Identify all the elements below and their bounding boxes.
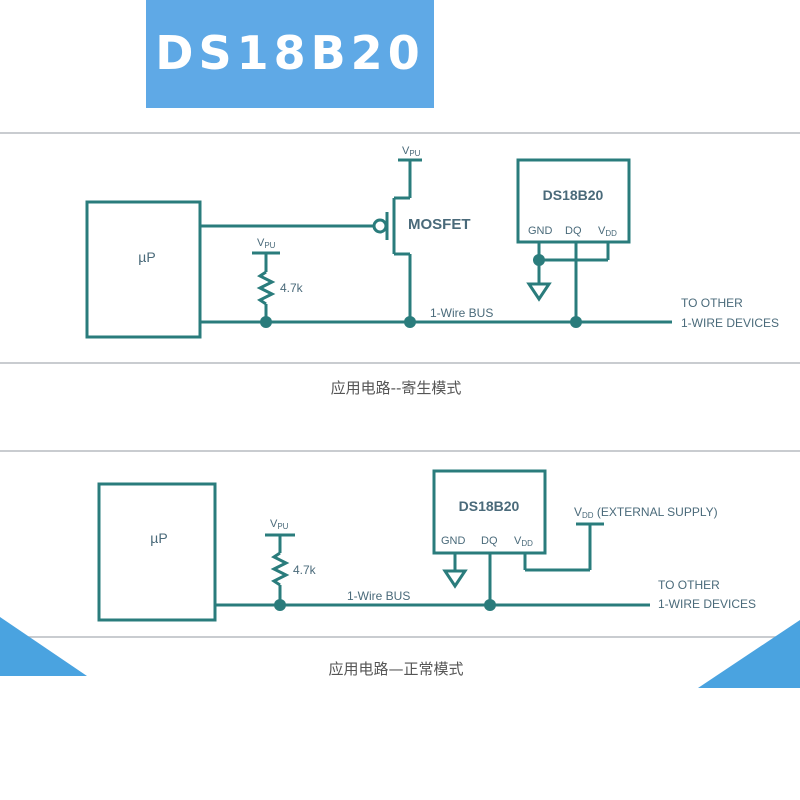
junction-dot (260, 316, 272, 328)
title-banner: DS18B20 (146, 0, 434, 108)
right-corner-decoration (698, 620, 800, 688)
pin-gnd-label: GND (528, 225, 553, 237)
mcu-block (97, 482, 217, 622)
normal-mode-circuit: µP VPU 4.7k DS18B20 GND DQ VDD VDD (EXTE… (97, 469, 756, 678)
resistor-label: 4.7k (293, 563, 317, 577)
resistor-symbol (256, 270, 276, 306)
vpu-top-label: VPU (402, 145, 421, 158)
pin-vdd-label: VDD (598, 225, 617, 238)
mcu-block (85, 200, 202, 339)
resistor-symbol (270, 551, 290, 587)
banner-title: DS18B20 (155, 26, 425, 80)
to-other-label-2: 1-WIRE DEVICES (681, 316, 779, 330)
resistor-label: 4.7k (280, 281, 304, 295)
chip-label: DS18B20 (543, 187, 604, 203)
mosfet-label: MOSFET (408, 216, 471, 233)
pin-dq-label: DQ (481, 535, 498, 547)
vpu-res-label: VPU (270, 518, 289, 531)
bus-label: 1-Wire BUS (430, 306, 493, 320)
junction-dot (274, 599, 286, 611)
to-other-label-1: TO OTHER (658, 578, 720, 592)
to-other-label-2: 1-WIRE DEVICES (658, 597, 756, 611)
left-corner-decoration (0, 617, 87, 676)
pin-dq-label: DQ (565, 225, 582, 237)
to-other-label-1: TO OTHER (681, 296, 743, 310)
ds18b20-chip (516, 158, 631, 244)
mcu-label: µP (138, 249, 155, 265)
vdd-external-label: VDD (EXTERNAL SUPPLY) (574, 505, 718, 520)
ground-icon (442, 569, 468, 589)
junction-dot (570, 316, 582, 328)
chip-label: DS18B20 (459, 498, 520, 514)
gate-bubble (372, 218, 388, 234)
pin-gnd-label: GND (441, 535, 466, 547)
ground-icon (526, 282, 552, 302)
normal-caption: 应用电路—正常模式 (328, 660, 463, 678)
vpu-res-label: VPU (257, 237, 276, 250)
parasite-mode-circuit: µP VPU MOSFET VPU 4.7k DS18B20 GND DQ VD… (85, 145, 779, 397)
pin-vdd-label: VDD (514, 535, 533, 548)
bus-label: 1-Wire BUS (347, 589, 410, 603)
junction-dot (484, 599, 496, 611)
parasite-caption: 应用电路--寄生模式 (331, 379, 462, 397)
junction-dot (404, 316, 416, 328)
mcu-label: µP (150, 530, 167, 546)
